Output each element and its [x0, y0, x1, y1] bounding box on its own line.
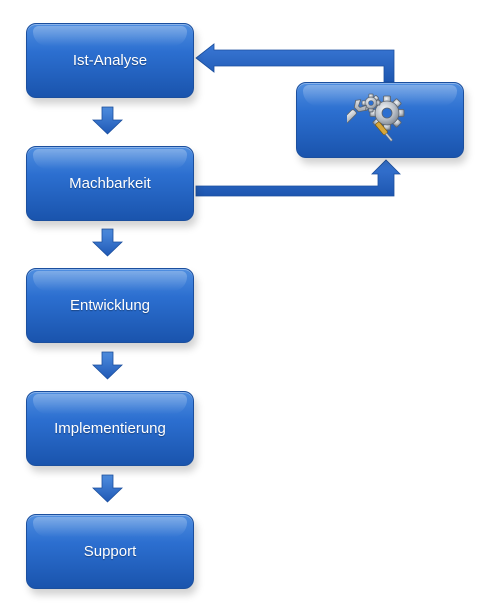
down-arrow-1	[92, 106, 123, 135]
down-arrow-3	[92, 351, 123, 380]
down-arrow-2	[92, 228, 123, 257]
step-label: Machbarkeit	[69, 175, 151, 192]
step-label: Entwicklung	[69, 297, 151, 314]
step-support[interactable]: Support	[26, 514, 194, 589]
step-label: Implementierung	[54, 420, 166, 437]
tools-box[interactable]	[296, 82, 464, 158]
step-ist-analyse[interactable]: Ist-Analyse	[26, 23, 194, 98]
down-arrow-4	[92, 474, 123, 503]
step-entwicklung[interactable]: Entwicklung	[26, 268, 194, 343]
connector-machbarkeit-to-tools	[195, 159, 401, 197]
step-machbarkeit[interactable]: Machbarkeit	[26, 146, 194, 221]
connector-tools-to-ist-analyse	[195, 43, 395, 83]
step-label: Support	[83, 543, 137, 560]
step-label: Ist-Analyse	[72, 52, 148, 69]
gear-wrench-icon	[347, 93, 405, 142]
step-implementierung[interactable]: Implementierung	[26, 391, 194, 466]
